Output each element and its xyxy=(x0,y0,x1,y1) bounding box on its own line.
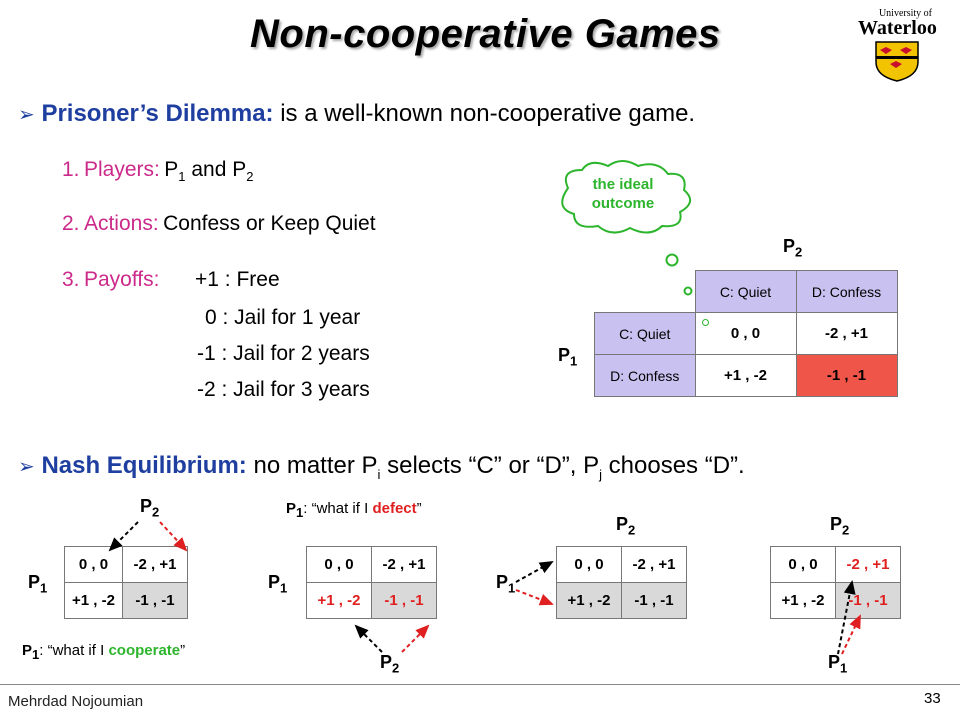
cloud-line2: outcome xyxy=(591,195,655,212)
m4-cell-01: -2 , +1 xyxy=(835,546,901,583)
pd-bullet: ➢ Prisoner’s Dilemma: is a well-known no… xyxy=(18,100,695,128)
item-payoffs: 3. Payoffs: xyxy=(62,268,159,292)
cloud-text: the ideal outcome xyxy=(588,175,658,213)
payoff-1year: 0 : Jail for 1 year xyxy=(205,306,361,329)
row-header-quiet: C: Quiet xyxy=(594,312,696,355)
m4-cell-00: 0 , 0 xyxy=(770,546,836,583)
bullet-arrow-icon: ➢ xyxy=(18,456,35,478)
logo-big-text: Waterloo xyxy=(858,17,937,39)
m1-cell-01: -2 , +1 xyxy=(122,546,188,583)
bullet-arrow-icon: ➢ xyxy=(18,104,35,126)
mini-matrix-1: 0 , 0-2 , +1 +1 , -2-1 , -1 xyxy=(64,546,188,619)
m1-cell-00: 0 , 0 xyxy=(64,546,123,583)
matrix-corner xyxy=(595,271,696,313)
item-label: Payoffs: xyxy=(83,268,160,291)
footer-divider xyxy=(0,684,960,685)
main-p1-label: P1 xyxy=(558,345,578,369)
item-number: 3. xyxy=(62,268,80,291)
nash-text: no matter Pi selects “C” or “D”, Pj choo… xyxy=(246,452,745,482)
cell-confess-confess: -1 , -1 xyxy=(795,354,898,397)
m1-p1-label: P1 xyxy=(28,572,48,596)
m4-p2-label: P2 xyxy=(830,514,850,538)
item-actions: 2. Actions: Confess or Keep Quiet xyxy=(62,212,376,236)
players-text: P1 and P2 xyxy=(164,158,254,185)
m4-p1-label: P1 xyxy=(828,652,848,676)
page-title: Non-cooperative Games xyxy=(250,12,721,56)
payoff-free: +1 : Free xyxy=(195,268,280,291)
payoff-2years: -1 : Jail for 2 years xyxy=(197,342,370,365)
footer-author: Mehrdad Nojoumian xyxy=(8,693,144,710)
m2-cell-11: -1 , -1 xyxy=(371,582,437,619)
col-header-quiet: C: Quiet xyxy=(694,270,797,313)
item-label: Actions: xyxy=(83,212,159,235)
nash-bullet: ➢ Nash Equilibrium: no matter Pi selects… xyxy=(18,452,745,482)
cell-quiet-confess: -2 , +1 xyxy=(795,312,898,355)
thought-cloud xyxy=(561,160,693,296)
m3-arrow-red xyxy=(515,589,554,606)
m2-cell-00: 0 , 0 xyxy=(306,546,372,583)
m2-arrow-black xyxy=(354,624,383,653)
row-header-confess: D: Confess xyxy=(594,354,696,397)
main-payoff-matrix: C: Quiet D: Confess C: Quiet 0 , 0 -2 , … xyxy=(594,270,898,397)
page-number: 33 xyxy=(924,690,941,707)
col-header-confess: D: Confess xyxy=(795,270,898,313)
item-number: 1. xyxy=(62,158,80,181)
m3-cell-11: -1 , -1 xyxy=(621,582,687,619)
m3-cell-10: +1 , -2 xyxy=(556,582,622,619)
m3-cell-00: 0 , 0 xyxy=(556,546,622,583)
cell-quiet-quiet: 0 , 0 xyxy=(694,312,797,355)
m1-cell-11: -1 , -1 xyxy=(122,582,188,619)
m3-p2-label: P2 xyxy=(616,514,636,538)
note-defect: P1: “what if I defect” xyxy=(286,500,422,520)
item-players: 1. Players: P1 and P2 xyxy=(62,158,253,184)
m2-cell-01: -2 , +1 xyxy=(371,546,437,583)
crest-icon xyxy=(875,41,919,82)
m2-cell-10: +1 , -2 xyxy=(306,582,372,619)
pd-text: is a well-known non-cooperative game. xyxy=(273,100,696,127)
cloud-line1: the ideal xyxy=(592,176,654,193)
pd-heading: Prisoner’s Dilemma: xyxy=(41,100,274,127)
m2-p2-label: P2 xyxy=(380,652,400,676)
main-p2-label: P2 xyxy=(783,236,803,260)
item-label: Players: xyxy=(83,158,160,181)
actions-text: Confess or Keep Quiet xyxy=(163,212,376,235)
m3-p1-label: P1 xyxy=(496,572,516,596)
payoff-3years: -2 : Jail for 3 years xyxy=(197,378,370,401)
m1-p2-label: P2 xyxy=(140,496,160,520)
m2-p1-label: P1 xyxy=(268,572,288,596)
mini-matrix-2: 0 , 0-2 , +1 +1 , -2-1 , -1 xyxy=(306,546,437,619)
mini-matrix-3: 0 , 0-2 , +1 +1 , -2-1 , -1 xyxy=(556,546,687,619)
m2-arrow-red xyxy=(401,624,430,653)
logo-small-text: University of xyxy=(878,8,932,19)
m1-cell-10: +1 , -2 xyxy=(64,582,123,619)
m3-cell-01: -2 , +1 xyxy=(621,546,687,583)
nash-heading: Nash Equilibrium: xyxy=(41,452,247,479)
item-number: 2. xyxy=(62,212,80,235)
m4-cell-11: -1 , -1 xyxy=(835,582,901,619)
m4-cell-10: +1 , -2 xyxy=(770,582,836,619)
m3-arrow-black xyxy=(515,561,554,583)
note-cooperate: P1: “what if I cooperate” xyxy=(22,642,186,662)
mini-matrix-4: 0 , 0-2 , +1 +1 , -2-1 , -1 xyxy=(770,546,901,619)
cell-confess-quiet: +1 , -2 xyxy=(694,354,797,397)
university-logo: University of Waterloo xyxy=(858,8,938,82)
m4-arrow-red xyxy=(841,614,861,655)
